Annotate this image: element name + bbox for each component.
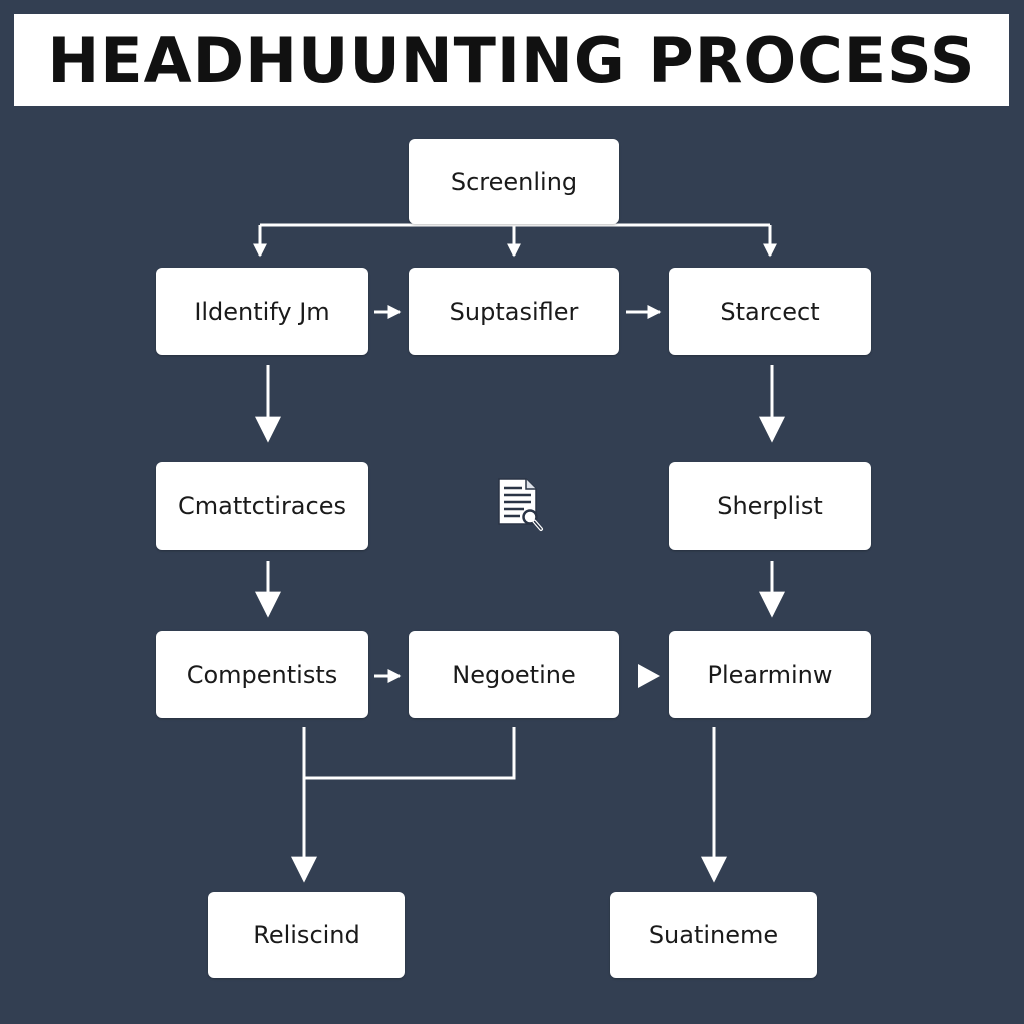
node-suptasifler-label: Suptasifler [449, 297, 579, 326]
node-sherplist-label: Sherplist [717, 492, 823, 520]
node-sherplist: Sherplist [669, 462, 871, 550]
node-identify-label: Ildentify Jm [194, 297, 330, 326]
arrow-negoetine-to-plearminw [638, 664, 660, 688]
node-starcect-label: Starcect [720, 297, 820, 326]
node-suatineme: Suatineme [610, 892, 817, 978]
node-screening: Screenling [409, 139, 619, 224]
node-identify: Ildentify Jm [156, 268, 368, 355]
node-reliscind: Reliscind [208, 892, 405, 978]
connector-screening-branch [260, 223, 770, 227]
node-negoetine: Negoetine [409, 631, 619, 718]
node-starcect: Starcect [669, 268, 871, 355]
node-suatineme-label: Suatineme [648, 921, 779, 949]
document-search-icon [498, 478, 543, 531]
node-compentists-label: Compentists [186, 660, 338, 689]
node-reliscind-label: Reliscind [253, 921, 360, 949]
node-screening-label: Screenling [450, 167, 578, 196]
node-plearminw-label: Plearminw [707, 660, 833, 689]
title-banner: HEADHUUNTING PROCESS [14, 14, 1009, 106]
node-cmattctiraces: Cmattctiraces [156, 462, 368, 550]
connector-negoetine-merge [304, 727, 516, 780]
diagram-title: HEADHUUNTING PROCESS [47, 23, 976, 97]
node-negoetine-label: Negoetine [452, 660, 576, 689]
node-suptasifler: Suptasifler [409, 268, 619, 355]
node-compentists: Compentists [156, 631, 368, 718]
node-plearminw: Plearminw [669, 631, 871, 718]
node-cmattctiraces-label: Cmattctiraces [178, 492, 346, 520]
